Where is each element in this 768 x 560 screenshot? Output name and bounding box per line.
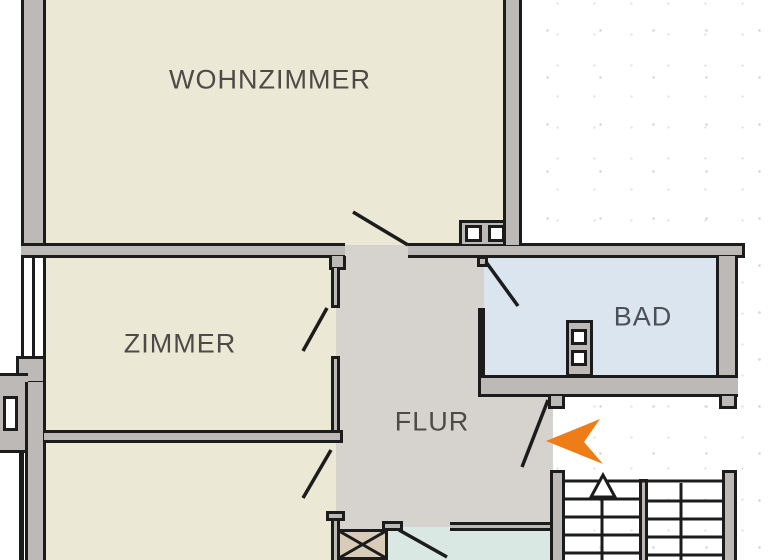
wall-top-right — [408, 243, 745, 258]
wall-stair-left — [550, 470, 565, 560]
label-living-room: WOHNZIMMER — [169, 64, 371, 95]
wall-zimmer-bottom — [44, 430, 343, 443]
wall-living-right — [503, 0, 522, 245]
wall-lower-vert — [331, 521, 340, 560]
edge-line-low — [19, 451, 24, 560]
shaft-box — [337, 529, 388, 560]
wall-bath-bottom — [478, 375, 738, 397]
wall-left-top — [21, 0, 46, 252]
wall-bath-right — [716, 256, 738, 397]
window-left-midline — [32, 250, 35, 360]
bath-column-square-2 — [571, 350, 587, 366]
wall-tab-left — [548, 396, 565, 409]
bath-door-tab — [477, 256, 488, 267]
label-bathroom: BAD — [613, 301, 673, 332]
wall-utility-cap — [382, 521, 403, 531]
wall-zimmer-right-upper — [331, 268, 340, 308]
room-living — [43, 0, 505, 247]
room-zimmer — [43, 250, 336, 436]
room-partial-bottom — [43, 436, 336, 560]
stair-stringer — [639, 479, 648, 560]
wall-tab-right — [719, 396, 737, 409]
wall-lower-cap — [326, 511, 345, 521]
label-hallway: FLUR — [394, 406, 470, 437]
utility-room-area — [385, 527, 550, 560]
wall-bath-west — [478, 308, 485, 378]
bump-window — [3, 396, 18, 431]
hallway-doorway-patch — [345, 245, 408, 257]
wall-stair-right — [722, 470, 737, 560]
bathroom-area — [484, 258, 716, 378]
wall-zimmer-right-lower — [331, 356, 340, 432]
wall-living-bottom — [21, 243, 345, 258]
shaft-bump-square-1 — [465, 225, 482, 242]
wall-utility-top — [450, 522, 553, 531]
wall-left-low — [25, 382, 46, 560]
bath-column-square-1 — [571, 329, 587, 345]
label-room: ZIMMER — [123, 328, 237, 359]
